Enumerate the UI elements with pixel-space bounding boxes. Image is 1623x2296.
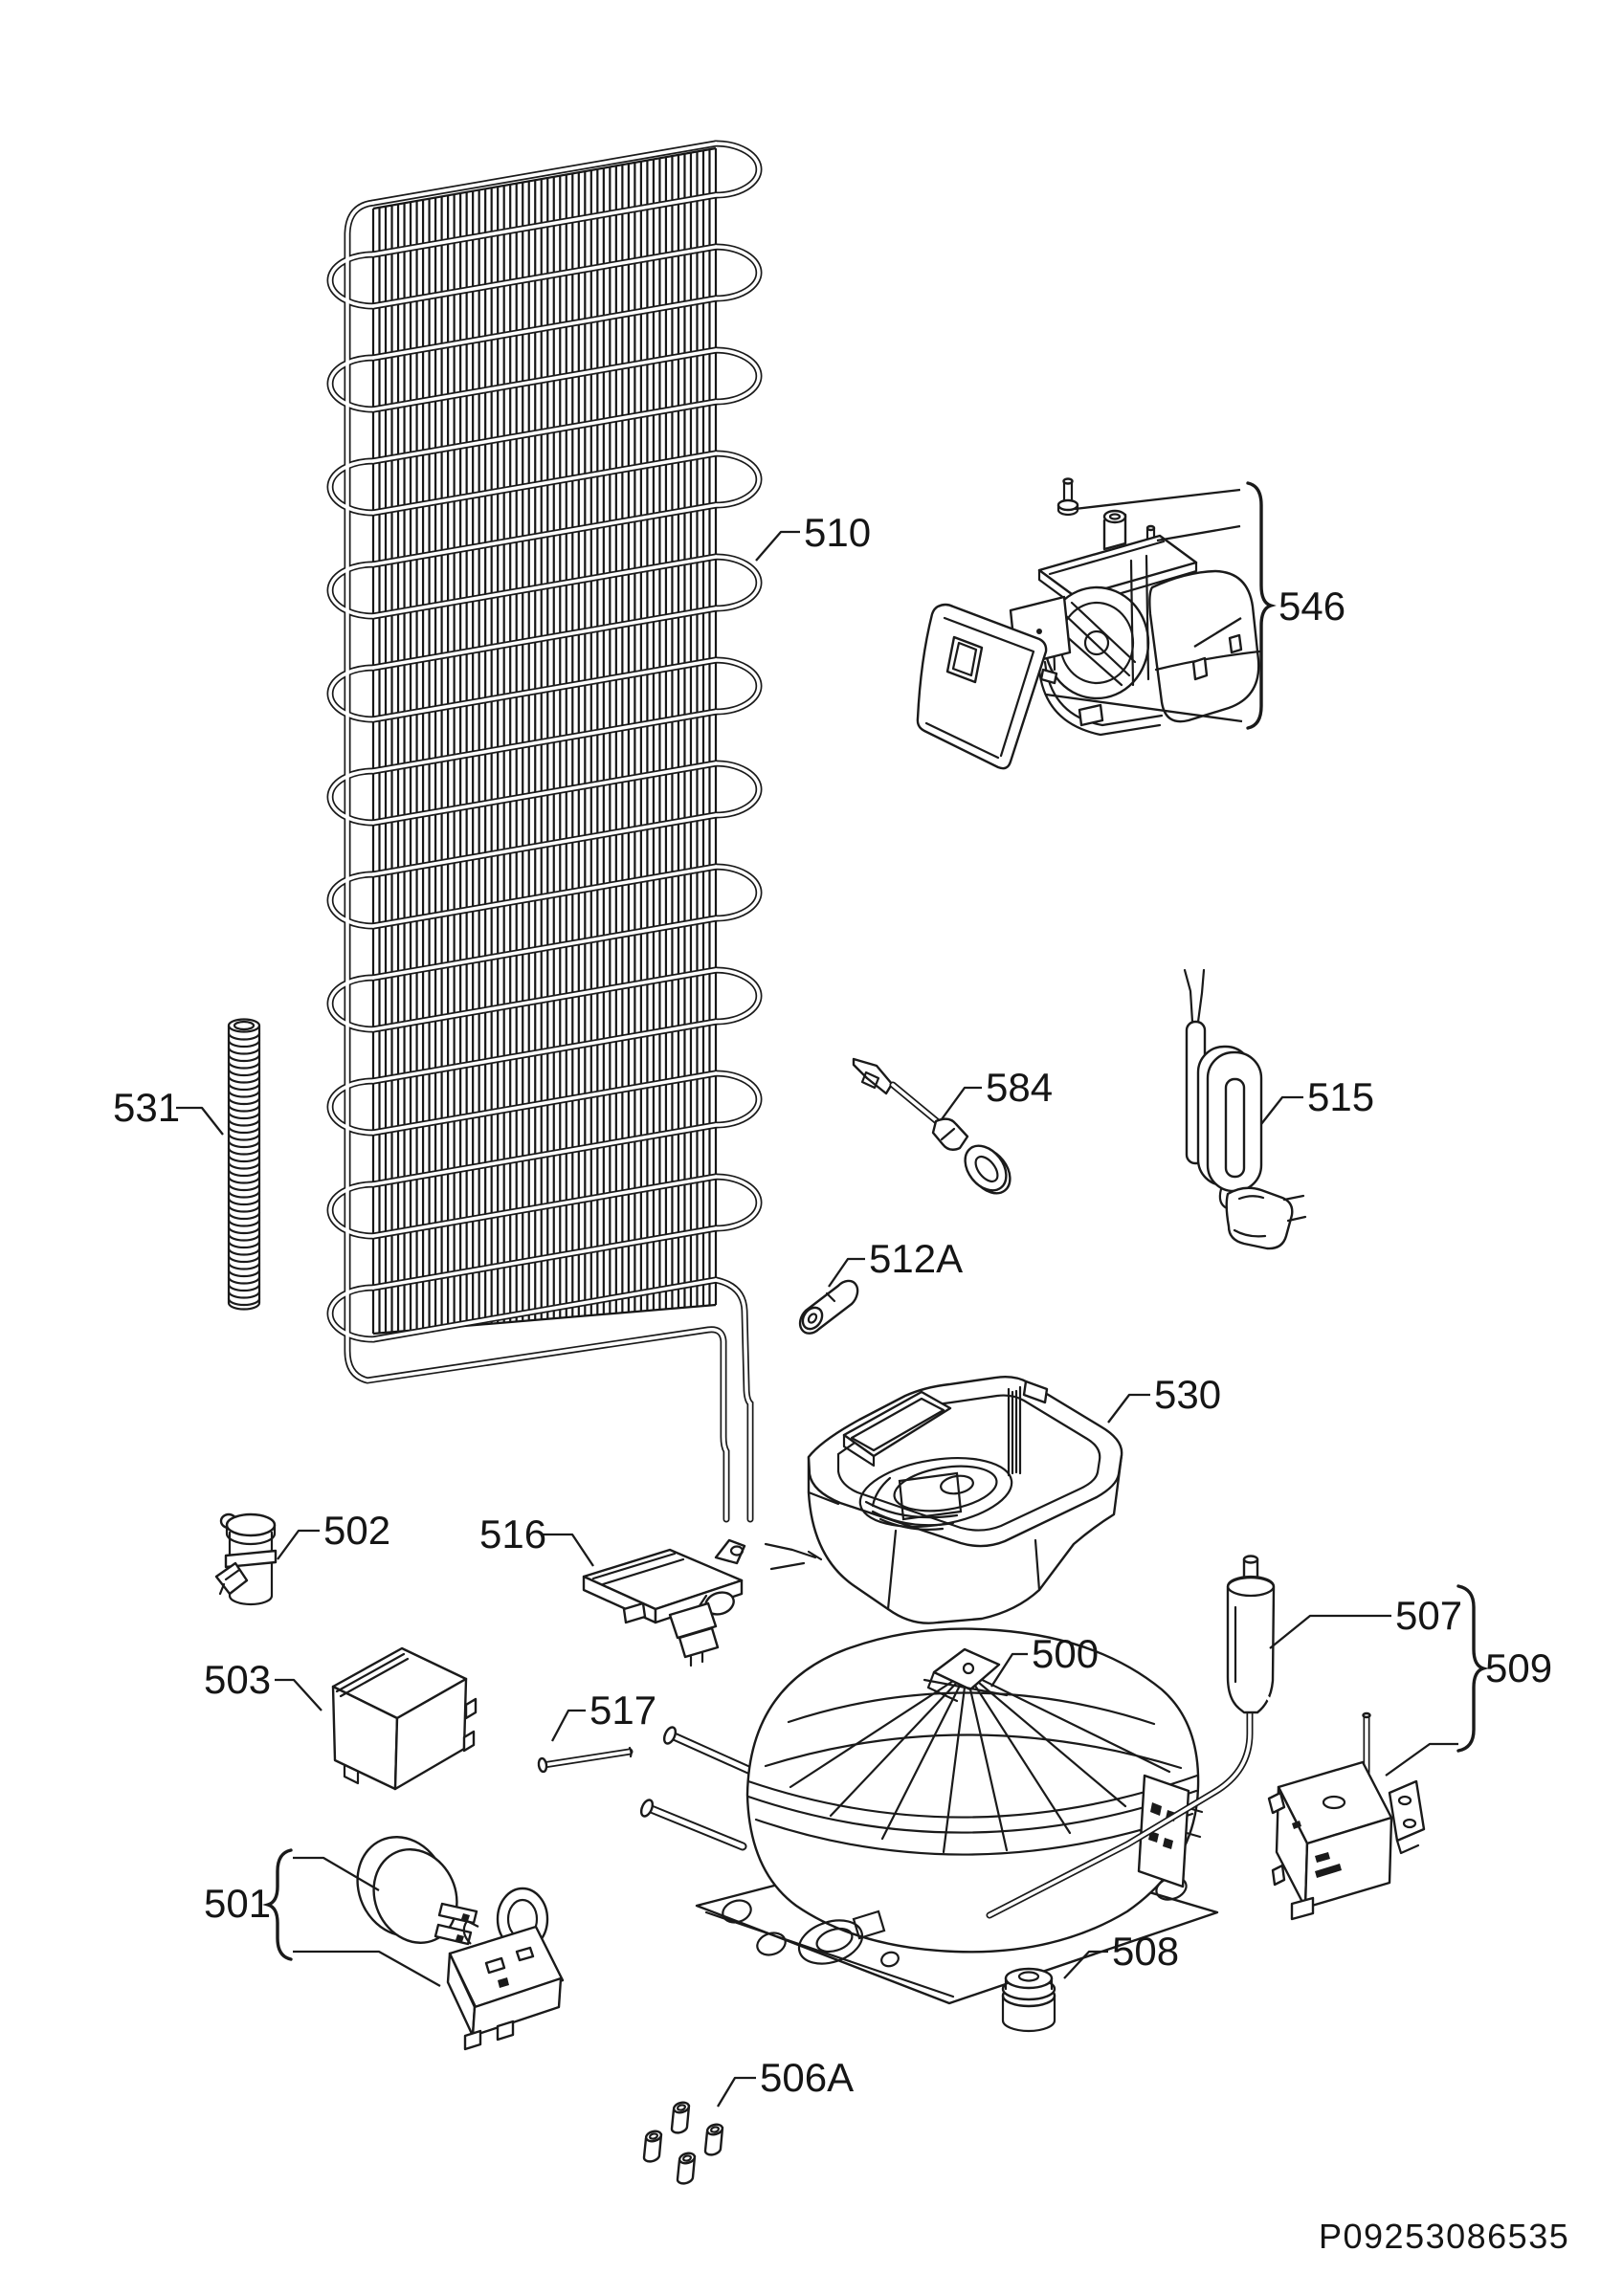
callout-517-label: 517 xyxy=(589,1688,656,1733)
leader-501-a xyxy=(293,1856,380,1891)
leader-501-b xyxy=(293,1950,441,1988)
leader-512a xyxy=(828,1257,865,1288)
leader-546-d xyxy=(1045,693,1243,723)
callout-510-label: 510 xyxy=(804,510,871,555)
compressor-500 xyxy=(639,1627,1219,2005)
callout-530-label: 530 xyxy=(1154,1372,1221,1417)
leader-516 xyxy=(542,1533,594,1567)
damper-assembly-546 xyxy=(916,477,1261,770)
callout-516-label: 516 xyxy=(479,1512,546,1556)
leader-530 xyxy=(1107,1393,1150,1424)
drain-tray-530 xyxy=(807,1375,1123,1624)
callout-512a-label: 512A xyxy=(869,1236,963,1281)
brace-546 xyxy=(1246,481,1277,730)
leader-508 xyxy=(1063,1950,1108,1979)
callout-502-label: 502 xyxy=(323,1508,390,1553)
bracket-516 xyxy=(582,1538,823,1667)
leader-507 xyxy=(1269,1614,1391,1649)
leader-546-c xyxy=(1193,617,1242,648)
leader-510 xyxy=(755,530,800,562)
scraper-tool-584 xyxy=(852,1057,1012,1195)
tube-517 xyxy=(537,1746,634,1774)
callout-507-label: 507 xyxy=(1395,1593,1462,1638)
condenser-coil-tube-fill xyxy=(328,142,761,1521)
grommet-508 xyxy=(1001,1967,1056,2033)
leader-500 xyxy=(990,1652,1028,1688)
leader-503 xyxy=(275,1678,322,1711)
leader-515 xyxy=(1260,1095,1303,1125)
leader-502 xyxy=(277,1529,320,1560)
leader-509 xyxy=(1385,1742,1458,1777)
leader-584 xyxy=(941,1086,982,1120)
leader-546-b xyxy=(1156,524,1241,542)
leader-506a xyxy=(717,2076,756,2108)
callout-506a-label: 506A xyxy=(760,2055,854,2100)
callout-500-label: 500 xyxy=(1032,1631,1099,1676)
callout-584-label: 584 xyxy=(986,1065,1053,1110)
callout-546-label: 546 xyxy=(1278,584,1345,629)
relay-cover-503 xyxy=(331,1646,478,1791)
condenser-coil-tube-outline xyxy=(326,140,763,1523)
callout-531-label: 531 xyxy=(113,1085,180,1130)
leader-546-a xyxy=(1074,488,1241,511)
spacers-506a xyxy=(642,2101,724,2185)
brace-501 xyxy=(262,1848,293,1961)
callout-509-label: 509 xyxy=(1485,1645,1552,1690)
callout-501-label: 501 xyxy=(204,1881,271,1926)
defrost-heater-515 xyxy=(1183,968,1307,1250)
brace-509 xyxy=(1456,1584,1489,1753)
filter-drier-507 xyxy=(986,1555,1276,1919)
leader-531 xyxy=(176,1106,224,1136)
starter-relay-kit-501 xyxy=(356,1836,565,2051)
leader-517 xyxy=(550,1709,586,1742)
part-code: P09253086535 xyxy=(1319,2217,1569,2256)
drain-hose-531 xyxy=(227,1018,261,1311)
filter-502 xyxy=(214,1512,278,1606)
callout-503-label: 503 xyxy=(204,1657,271,1702)
callout-515-label: 515 xyxy=(1307,1074,1374,1119)
callout-508-label: 508 xyxy=(1112,1929,1179,1974)
callout-layer: 510 546 531 584 515 512A 530 502 516 503… xyxy=(113,481,1552,2108)
sleeve-512a xyxy=(798,1279,859,1335)
valve-assembly-509 xyxy=(1254,1691,1426,1921)
